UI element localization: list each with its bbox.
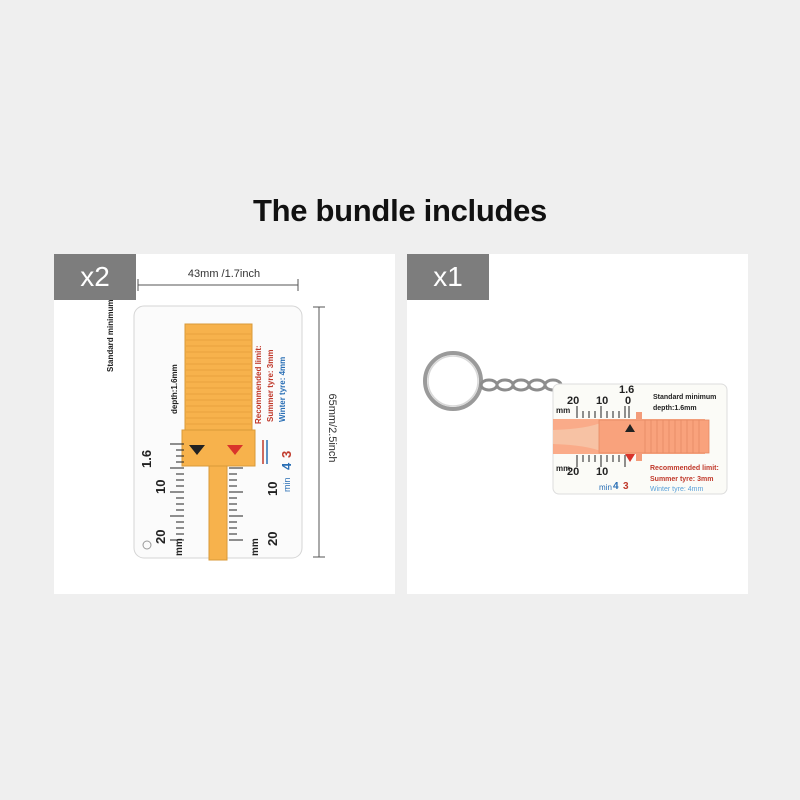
scale-label-20-left: 20 bbox=[153, 529, 168, 544]
scale-label-1-6: 1.6 bbox=[139, 449, 154, 468]
kc-recommended-limit: Recommended limit: bbox=[650, 465, 719, 472]
mark-4: 4 bbox=[279, 462, 294, 470]
quantity-badge-x1: x1 bbox=[407, 254, 489, 300]
bundle-item-keychain-gauge: 1.6 20 10 0 mm Standard minimum depth:1.… bbox=[407, 254, 748, 594]
tread-depth-gauge-illustration bbox=[133, 279, 325, 561]
scale-label-10-right: 10 bbox=[265, 481, 280, 496]
card-standard-line2: depth:1.6mm bbox=[170, 364, 179, 414]
height-dimension-label: 65mm/2.5inch bbox=[326, 393, 338, 463]
kc-scale-1-6: 1.6 bbox=[619, 384, 635, 396]
scale-label-20-right: 20 bbox=[265, 531, 280, 546]
width-dimension-label: 43mm /1.7inch bbox=[187, 268, 261, 280]
keychain-gauge-illustration bbox=[423, 351, 728, 495]
kc-scale-20-top: 20 bbox=[567, 395, 580, 407]
kc-scale-10-top: 10 bbox=[596, 395, 609, 407]
min-label: min bbox=[282, 477, 292, 492]
kc-standard-line1: Standard minimum bbox=[653, 394, 717, 401]
kc-summer-tyre: Summer tyre: 3mm bbox=[650, 476, 714, 483]
card-recommended-limit: Recommended limit: bbox=[254, 345, 263, 424]
kc-unit-top: mm bbox=[556, 406, 571, 415]
card-winter-tyre: Winter tyre: 4mm bbox=[278, 356, 287, 422]
mark-3: 3 bbox=[279, 450, 294, 458]
kc-mark-3: 3 bbox=[623, 481, 629, 492]
bundle-item-gauge-card: 43mm /1.7inch 65mm/2.5inch Standard mini… bbox=[54, 254, 395, 594]
kc-mark-4: 4 bbox=[613, 481, 619, 492]
kc-standard-line2: depth:1.6mm bbox=[653, 405, 697, 412]
scale-unit-right: mm bbox=[250, 538, 261, 556]
page-title: The bundle includes bbox=[253, 193, 547, 228]
kc-scale-20-bottom: 20 bbox=[567, 466, 580, 478]
kc-scale-0-top: 0 bbox=[625, 395, 632, 407]
kc-unit-bottom: mm bbox=[556, 464, 571, 473]
scale-unit-left: mm bbox=[174, 538, 185, 556]
card-summer-tyre: Summer tyre: 3mm bbox=[266, 349, 275, 422]
scale-label-10-left: 10 bbox=[153, 479, 168, 494]
kc-min-label: min bbox=[599, 483, 612, 492]
kc-scale-10-bottom: 10 bbox=[596, 466, 609, 478]
kc-winter-tyre: Winter tyre: 4mm bbox=[650, 486, 704, 493]
quantity-badge-x2: x2 bbox=[54, 254, 136, 300]
